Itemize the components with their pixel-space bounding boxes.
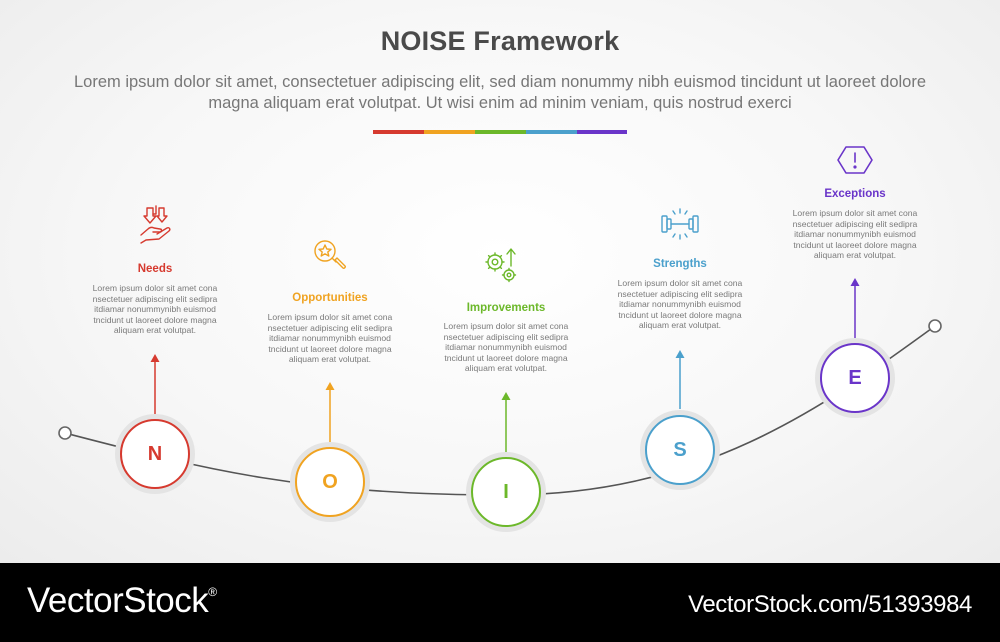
arrow-improvements: [501, 392, 511, 455]
dumbbell-icon: [661, 208, 699, 240]
letter-o: O: [322, 471, 338, 493]
color-bar-improvements: [475, 130, 526, 134]
step-title-opportunities: Opportunities: [292, 292, 368, 304]
step-title-exceptions: Exceptions: [824, 188, 886, 200]
registered-mark: ®: [208, 585, 217, 599]
color-bar-opportunities: [424, 130, 475, 134]
letter-n: N: [147, 443, 163, 465]
image-id-text: VectorStock.com/51393984: [688, 591, 972, 618]
step-description-exceptions: Lorem ipsum dolor sit amet cona nsectetu…: [792, 208, 918, 260]
step-title-needs: Needs: [137, 263, 173, 275]
circle-exceptions: [815, 338, 895, 418]
arrow-strengths: [675, 350, 685, 409]
circle-needs: [115, 414, 195, 494]
path-end-dot: [928, 319, 942, 333]
gears-arrow-up-icon: [485, 248, 517, 283]
color-bar-exceptions: [577, 130, 627, 134]
brand-name: VectorStock: [27, 581, 209, 620]
star-magnifier-icon: [314, 240, 346, 269]
exclamation-hexagon-icon: [837, 146, 873, 174]
page-subtitle: Lorem ipsum dolor sit amet, consectetuer…: [73, 73, 927, 112]
color-bar-needs: [373, 130, 424, 134]
watermark-footer: VectorStock® VectorStock.com/51393984: [0, 563, 1000, 642]
circle-opportunities: [290, 442, 370, 522]
arrow-opportunities: [325, 382, 335, 442]
color-bar-strengths: [526, 130, 577, 134]
step-description-opportunities: Lorem ipsum dolor sit amet cona nsectetu…: [267, 312, 393, 364]
circle-strengths: [640, 410, 720, 490]
step-description-strengths: Lorem ipsum dolor sit amet cona nsectetu…: [617, 278, 743, 330]
step-description-needs: Lorem ipsum dolor sit amet cona nsectetu…: [92, 283, 218, 335]
arrow-exceptions: [850, 278, 860, 338]
hand-down-arrows-icon: [140, 205, 171, 244]
step-title-strengths: Strengths: [653, 258, 707, 270]
letter-s: S: [673, 439, 687, 461]
infographic-canvas: NOISE Framework Lorem ipsum dolor sit am…: [0, 0, 1000, 563]
letter-i: I: [503, 481, 509, 503]
circle-improvements: [466, 452, 546, 532]
noise-diagram: [58, 146, 942, 532]
step-description-improvements: Lorem ipsum dolor sit amet cona nsectetu…: [443, 321, 569, 373]
vectorstock-logo: VectorStock®: [27, 581, 217, 621]
path-start-dot: [58, 426, 72, 440]
arrow-needs: [150, 354, 160, 414]
step-title-improvements: Improvements: [466, 302, 546, 314]
letter-e: E: [848, 367, 862, 389]
page-title: NOISE Framework: [380, 26, 620, 56]
